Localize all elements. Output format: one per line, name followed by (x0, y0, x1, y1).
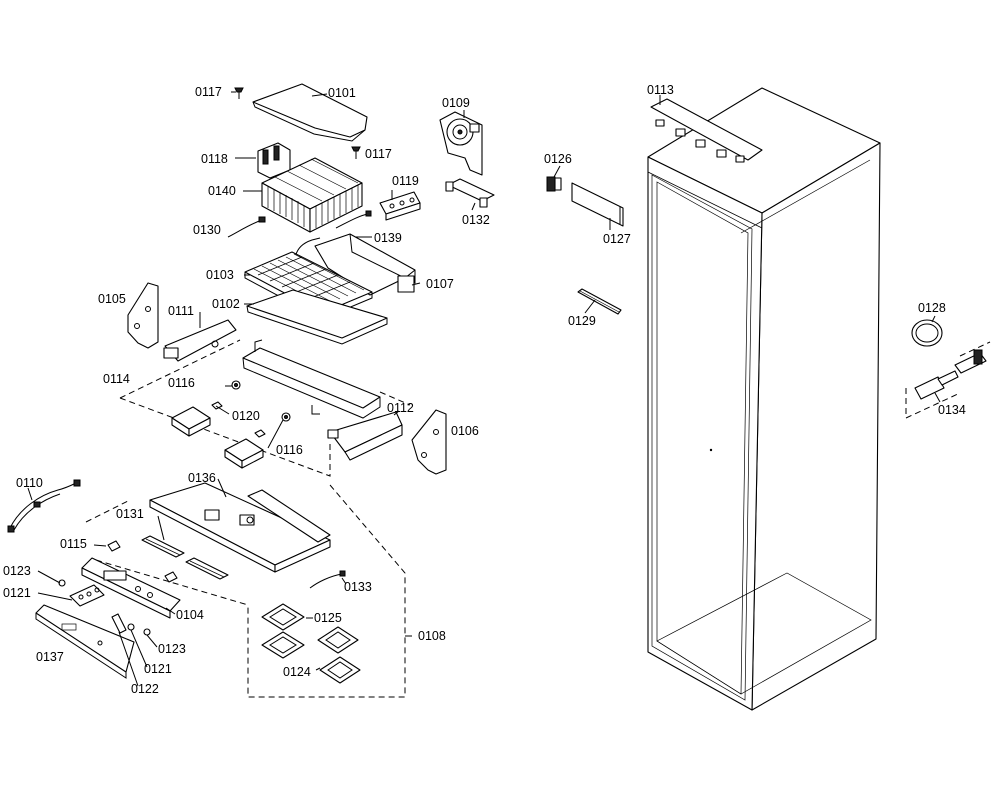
part-0121-button-set-left (69, 584, 105, 607)
label-0121-right: 0121 (144, 662, 172, 676)
label-0129: 0129 (568, 314, 596, 328)
label-0130: 0130 (193, 223, 221, 237)
part-0125-pad-right (317, 626, 359, 654)
label-0134: 0134 (938, 403, 966, 417)
leader-lines (27, 91, 941, 687)
part-0139-heater-wire (335, 210, 372, 229)
label-0127: 0127 (603, 232, 631, 246)
label-0116-bottom: 0116 (276, 443, 303, 457)
part-0108-control-assembly-boundary (85, 484, 412, 698)
part-0119-terminal-block (379, 191, 421, 221)
label-0105: 0105 (98, 292, 126, 306)
label-0111: 0111 (168, 304, 194, 318)
part-0111-bracket (163, 319, 237, 362)
label-0140: 0140 (208, 184, 236, 198)
part-0127-panel (571, 182, 624, 227)
part-0117-screw-top (234, 87, 244, 99)
part-0121-button-right (127, 623, 135, 631)
label-0116-top: 0116 (168, 376, 195, 390)
label-0123-right: 0123 (158, 642, 186, 656)
label-0133: 0133 (344, 580, 372, 594)
part-0114-assembly (119, 339, 411, 477)
label-0118: 0118 (201, 152, 228, 166)
label-0107: 0107 (426, 277, 454, 291)
part-0106-side-bracket (411, 409, 447, 475)
part-0101-cover (252, 83, 368, 142)
label-0110: 0110 (16, 476, 43, 490)
part-0116-nut-top (231, 380, 241, 390)
part-0129-strip (577, 288, 622, 315)
label-0124: 0124 (283, 665, 311, 679)
label-0112: 0112 (387, 401, 414, 415)
label-0123-left: 0123 (3, 564, 31, 578)
label-0117-top: 0117 (195, 85, 222, 99)
part-0109-fan-motor (439, 111, 483, 176)
part-0102-drain-tray (246, 289, 388, 345)
part-labels: 0117 0101 0109 0113 0118 0117 0126 0119 … (3, 83, 966, 696)
part-0131-light-strip-right (185, 557, 229, 580)
label-0106: 0106 (451, 424, 479, 438)
label-0125: 0125 (314, 611, 342, 625)
label-0113: 0113 (647, 83, 674, 97)
part-0133-wire (309, 570, 346, 589)
part-0123-screw-right (143, 628, 151, 636)
part-0118-bracket (257, 142, 291, 179)
part-0136-base-plate (149, 482, 331, 573)
label-0115: 0115 (60, 537, 87, 551)
label-0102: 0102 (212, 297, 240, 311)
label-0126: 0126 (544, 152, 572, 166)
part-0120-mount-right (224, 429, 266, 469)
part-0131-light-strip-left (141, 535, 185, 558)
label-0136: 0136 (188, 471, 216, 485)
part-0124-pad-left (261, 631, 305, 659)
label-0101: 0101 (328, 86, 356, 100)
part-0140-evaporator (261, 157, 363, 233)
part-0130-sensor-wire (227, 216, 266, 238)
part-0126-clip (546, 176, 562, 192)
part-0117-screw-middle (351, 146, 361, 159)
part-0116-nut-bottom (281, 412, 291, 422)
label-0104: 0104 (176, 608, 204, 622)
part-0105-side-bracket (127, 282, 159, 349)
part-0113-top-bracket (650, 98, 763, 163)
label-0119: 0119 (392, 174, 419, 188)
label-0108: 0108 (418, 629, 446, 643)
label-0117-middle: 0117 (365, 147, 392, 161)
label-0114: 0114 (103, 372, 130, 386)
label-0121-left: 0121 (3, 586, 31, 600)
label-0139: 0139 (374, 231, 402, 245)
label-0103: 0103 (206, 268, 234, 282)
part-0115-screw-right (164, 571, 178, 583)
label-0132: 0132 (462, 213, 490, 227)
part-0134-hinge-assembly (905, 341, 991, 419)
label-0131: 0131 (116, 507, 144, 521)
part-0124-pad-right (319, 656, 361, 684)
part-0122-switch (111, 613, 127, 634)
part-0132-handle-bar (445, 178, 495, 208)
label-0109: 0109 (442, 96, 470, 110)
refrigerator-cabinet (647, 87, 881, 711)
part-0107-air-duct (294, 233, 416, 296)
part-0104-control-panel (81, 557, 181, 619)
label-0128: 0128 (918, 301, 946, 315)
part-0112-bracket (327, 411, 403, 461)
part-0120-mount-left (171, 401, 223, 437)
part-0125-pad-left (261, 603, 305, 631)
part-0115-screw-left (107, 540, 121, 552)
part-0110-wire-harness (7, 479, 81, 533)
label-0122: 0122 (131, 682, 159, 696)
part-0103-evaporator-cover (244, 251, 373, 320)
part-0137-front-panel (35, 604, 135, 679)
part-0128-ring (911, 319, 943, 347)
label-0120: 0120 (232, 409, 260, 423)
label-0137: 0137 (36, 650, 64, 664)
